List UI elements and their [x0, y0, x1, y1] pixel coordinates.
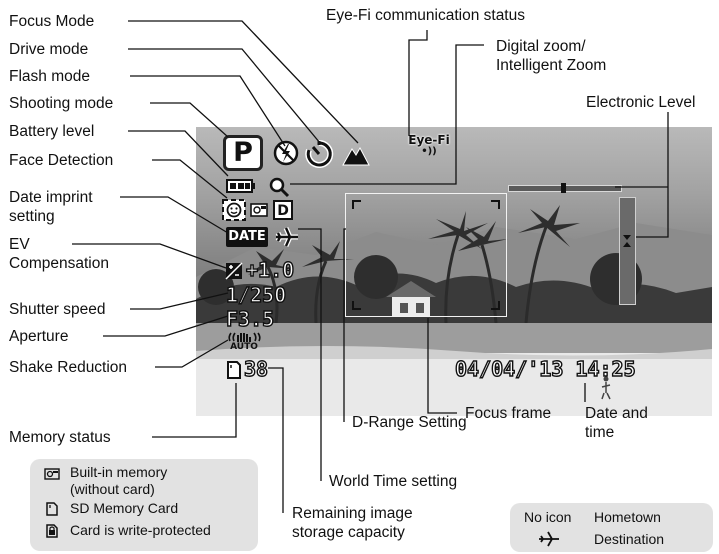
legend-row-write-protected: Card is write-protected — [70, 522, 211, 538]
label-date-imprint: Date imprint setting — [9, 189, 93, 225]
destination-airplane-icon — [539, 531, 559, 547]
sr-auto-text: AUTO — [230, 342, 258, 352]
label-electronic-level: Electronic Level — [586, 94, 696, 111]
legend-no-icon: No icon — [524, 509, 572, 525]
label-date-and-time: Date and time — [585, 405, 648, 441]
ev-icon — [225, 262, 243, 280]
date-badge-text: DATE — [228, 229, 266, 244]
label-battery-level: Battery level — [9, 123, 95, 140]
ev-value: +1.0 — [245, 257, 295, 282]
write-protected-icon — [46, 524, 58, 538]
flash-off-icon — [273, 140, 299, 166]
label-drange-setting: D-Range Setting — [352, 414, 467, 431]
shooting-mode-icon: P — [223, 135, 263, 171]
label-drive-mode: Drive mode — [9, 41, 89, 58]
label-flash-mode: Flash mode — [9, 68, 90, 85]
level-horizontal-marker — [561, 183, 566, 193]
world-time-legend: No icon Hometown Destination — [510, 503, 713, 552]
date-imprint-badge: DATE — [226, 227, 268, 247]
label-ev-compensation: EV Compensation — [9, 236, 109, 272]
smile-capture-icon — [250, 203, 268, 217]
built-in-memory-icon — [44, 468, 60, 480]
label-eyefi-status: Eye-Fi communication status — [326, 7, 525, 24]
legend-row-built-in: Built-in memory (without card) — [70, 464, 168, 497]
label-shooting-mode: Shooting mode — [9, 95, 114, 112]
label-aperture: Aperture — [9, 328, 69, 345]
aperture-value: F3.5 — [225, 306, 275, 331]
level-vertical-marker — [623, 235, 631, 247]
eyefi-wave: •)) — [421, 146, 437, 157]
label-focus-frame: Focus frame — [465, 405, 552, 422]
legend-row-sd-card: SD Memory Card — [70, 500, 179, 516]
label-digital-zoom: Digital zoom/ Intelligent Zoom — [496, 38, 607, 74]
sd-card-screen-icon — [227, 361, 241, 379]
remaining-value: 38 — [243, 356, 269, 381]
label-remaining-capacity: Remaining image storage capacity — [292, 505, 413, 541]
legend-hometown: Hometown — [594, 509, 661, 525]
self-timer-icon — [305, 139, 334, 168]
shake-reduction-icon: AUTO — [227, 331, 261, 353]
battery-icon — [226, 179, 255, 193]
label-shake-reduction: Shake Reduction — [9, 359, 128, 376]
eyefi-label: Eye-Fi — [408, 133, 450, 147]
airplane-icon — [275, 226, 298, 248]
mountain-icon — [342, 146, 370, 166]
memory-legend: Built-in memory (without card) SD Memory… — [30, 459, 258, 551]
zoom-magnifier-icon — [269, 177, 290, 198]
drange-letter: D — [277, 203, 289, 219]
label-shutter-speed: Shutter speed — [9, 301, 106, 318]
mode-letter: P — [233, 137, 253, 168]
sd-card-icon — [46, 502, 58, 516]
label-memory-status: Memory status — [9, 429, 111, 446]
shutter-value: 1/250 — [225, 282, 287, 307]
face-detection-icon — [222, 199, 246, 221]
hand-icon — [228, 332, 261, 342]
label-focus-mode: Focus Mode — [9, 13, 95, 30]
level-vertical-bar — [619, 197, 636, 305]
eyefi-icon: Eye-Fi •)) — [406, 133, 452, 157]
datetime-value: 04/04/'13 14:25 — [454, 356, 636, 381]
drange-icon: D — [273, 200, 293, 220]
focus-frame-corners — [352, 200, 500, 310]
label-world-time: World Time setting — [329, 473, 458, 490]
label-face-detection: Face Detection — [9, 152, 114, 169]
legend-destination: Destination — [594, 531, 665, 547]
